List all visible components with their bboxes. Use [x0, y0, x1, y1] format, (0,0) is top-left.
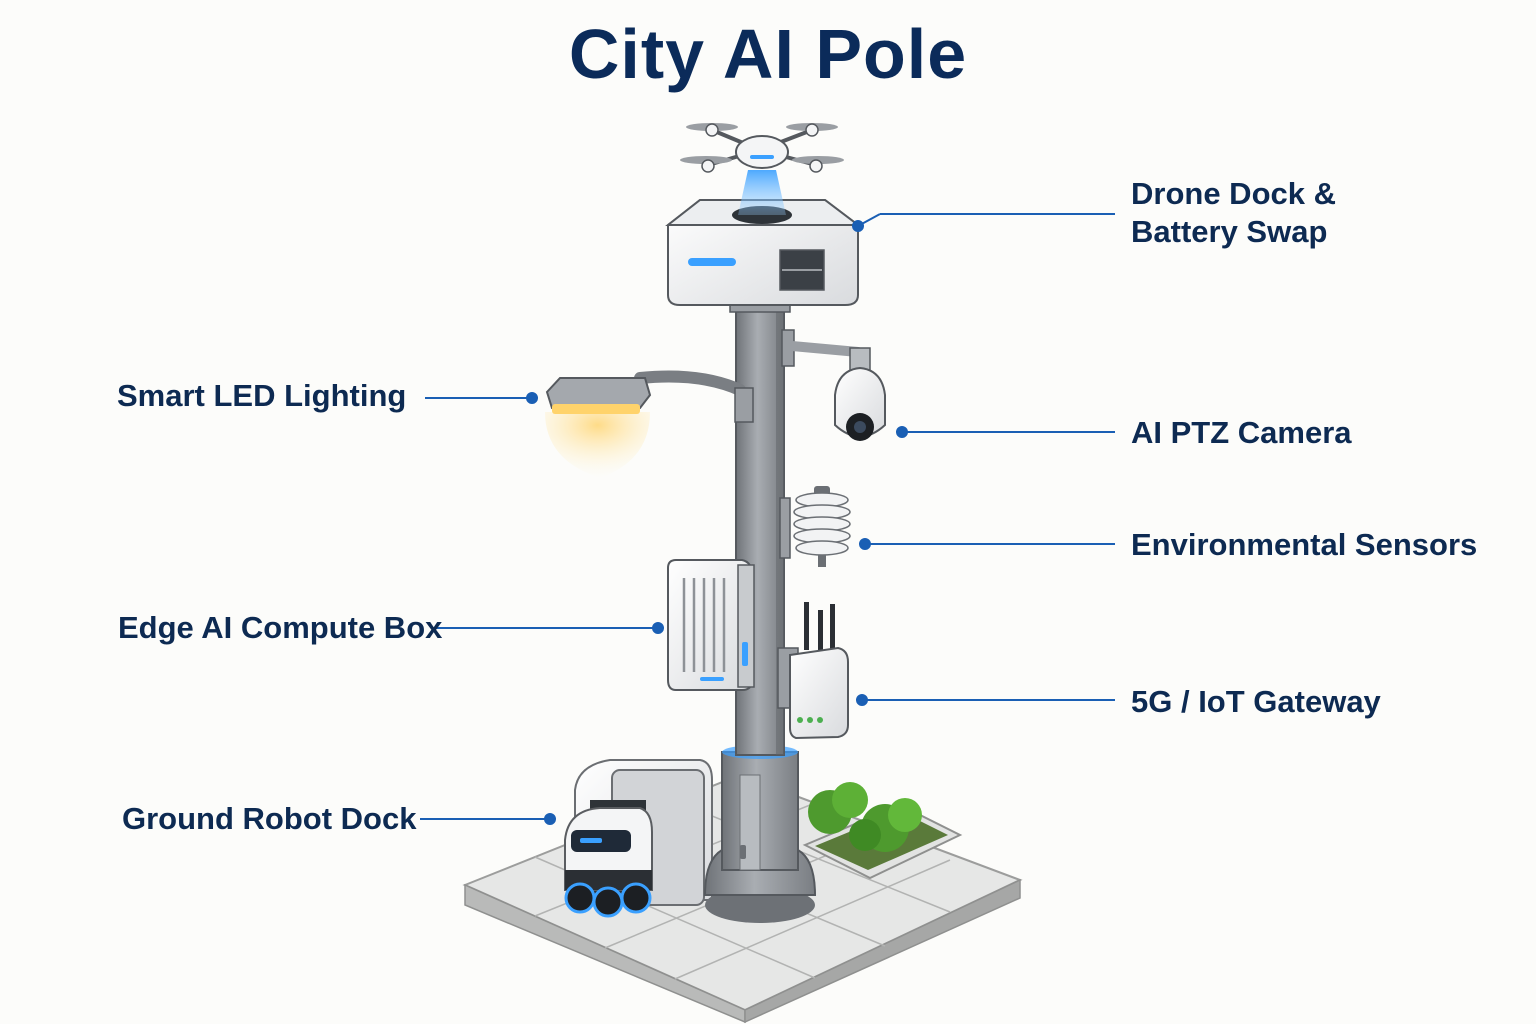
drone-dock-unit [665, 199, 861, 313]
label-robot-dock: Ground Robot Dock [122, 801, 417, 836]
leader-lines [420, 213, 1115, 825]
smart-led-luminaire [545, 370, 754, 478]
label-env-sensors: Environmental Sensors [1131, 527, 1478, 562]
edge-compute-box [667, 559, 755, 691]
drone [680, 123, 844, 215]
label-smart-led: Smart LED Lighting [117, 378, 407, 413]
planter-hedge [802, 782, 963, 880]
label-gateway: 5G / IoT Gateway [1131, 684, 1381, 719]
label-drone-dock: Drone Dock & Battery Swap [1131, 175, 1336, 251]
iot-gateway [777, 602, 849, 740]
label-ptz-camera: AI PTZ Camera [1131, 415, 1352, 450]
label-drone-dock-line1: Drone Dock & [1131, 176, 1336, 211]
label-drone-dock-line2: Battery Swap [1131, 214, 1328, 249]
label-edge-compute: Edge AI Compute Box [118, 610, 443, 645]
delivery-robot [564, 807, 653, 918]
diagram-title: City AI Pole [568, 15, 968, 93]
environmental-sensor [779, 486, 851, 567]
ptz-camera [781, 329, 886, 441]
